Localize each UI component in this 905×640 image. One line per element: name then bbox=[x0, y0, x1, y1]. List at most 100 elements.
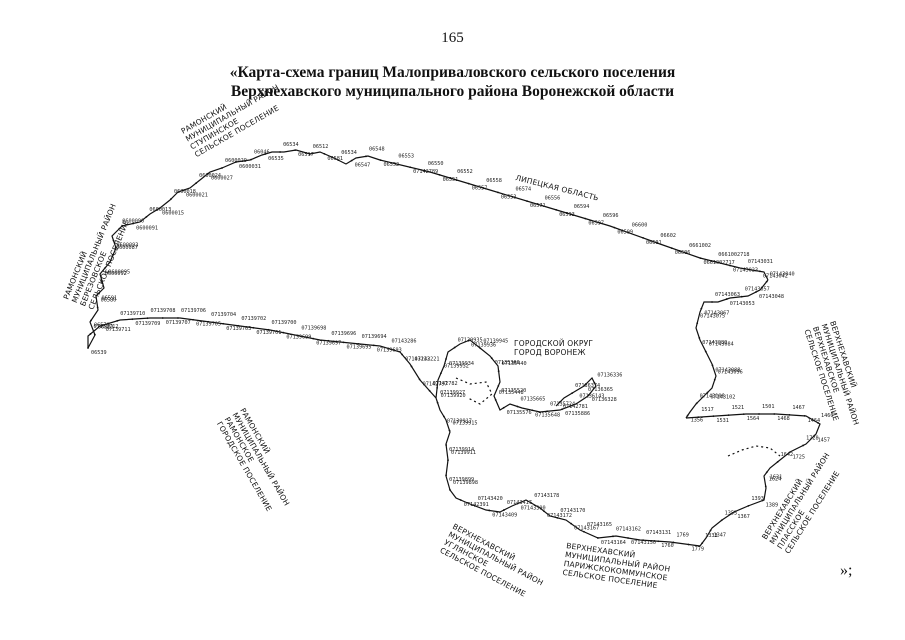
boundary-point-label: 07143023 bbox=[733, 268, 758, 274]
boundary-point-label: 07139693 bbox=[377, 347, 402, 353]
boundary-point-marker bbox=[502, 509, 505, 511]
boundary-point-marker bbox=[116, 319, 119, 322]
boundary-point-marker bbox=[530, 502, 533, 504]
boundary-point-marker bbox=[526, 200, 528, 203]
boundary-point-marker bbox=[101, 324, 104, 327]
boundary-point-label: 07139697 bbox=[316, 341, 341, 347]
boundary-east bbox=[685, 279, 769, 419]
boundary-point-marker bbox=[587, 394, 590, 396]
boundary-point-label: 1624 bbox=[769, 476, 782, 482]
boundary-point-label: 07143063 bbox=[715, 292, 740, 298]
boundary-point-marker bbox=[473, 504, 476, 507]
boundary-point-label: 07136328 bbox=[592, 397, 617, 403]
boundary-point-marker bbox=[327, 339, 330, 342]
boundary-point-marker bbox=[410, 365, 413, 368]
boundary-point-marker bbox=[516, 502, 519, 505]
boundary-point-marker bbox=[90, 319, 92, 322]
boundary-point-label: 06046 bbox=[254, 150, 270, 156]
boundary-point-marker bbox=[570, 522, 573, 525]
boundary-point-marker bbox=[401, 353, 403, 356]
boundary-point-marker bbox=[733, 510, 736, 513]
boundary-point-marker bbox=[546, 410, 549, 413]
boundary-point-label: 07139915 bbox=[453, 421, 478, 427]
boundary-point-label: 06552 bbox=[384, 162, 400, 168]
boundary-point-label: 07143096 bbox=[718, 370, 743, 376]
boundary-point-marker bbox=[496, 191, 499, 194]
boundary-point-label: 07139705 bbox=[196, 322, 221, 328]
boundary-point-label: 06596 bbox=[603, 213, 619, 219]
svg-text:ГОРОДСКОЙ ОКРУГ: ГОРОДСКОЙ ОКРУГ bbox=[514, 339, 593, 348]
boundary-point-label: 07139920 bbox=[441, 393, 466, 399]
boundary-point-marker bbox=[453, 346, 456, 349]
boundary-point-label: 07139711 bbox=[106, 327, 131, 333]
boundary-point-label: 1760 bbox=[661, 543, 674, 549]
boundary-point-marker bbox=[250, 158, 252, 161]
boundary-point-label: 06539 bbox=[91, 350, 107, 356]
boundary-point-marker bbox=[656, 242, 659, 244]
boundary-point-label: 07139710 bbox=[120, 311, 145, 317]
boundary-point-marker bbox=[559, 401, 561, 403]
boundary-point-marker bbox=[89, 333, 92, 335]
boundary-point-marker bbox=[584, 384, 586, 386]
boundary-point-marker bbox=[447, 459, 449, 462]
boundary-point-label: 07135886 bbox=[565, 411, 590, 417]
boundary-point-label: 06593 bbox=[559, 212, 575, 218]
boundary-point-label: 06552 bbox=[457, 169, 473, 175]
boundary-point-label: 07139934 bbox=[449, 361, 474, 367]
boundary-point-label: 07139911 bbox=[451, 450, 476, 456]
boundary-point-label: 07136143 bbox=[579, 394, 604, 400]
boundary-point-label: 1631 bbox=[770, 474, 783, 480]
boundary-point-label: 07139695 bbox=[346, 344, 371, 350]
boundary-point-label: 07143164 bbox=[601, 540, 626, 546]
boundary-point-label: 07143165 bbox=[587, 522, 612, 528]
boundary-point-marker bbox=[740, 295, 743, 298]
boundary-point-marker bbox=[93, 333, 96, 336]
boundary-point-marker bbox=[337, 159, 340, 162]
boundary-point-label: 07139703 bbox=[226, 326, 251, 332]
boundary-point-label: 07139702 bbox=[241, 316, 266, 322]
boundary-point-marker bbox=[409, 166, 412, 169]
boundary-point-marker bbox=[182, 189, 184, 192]
boundary-point-marker bbox=[252, 326, 255, 329]
boundary-point-marker bbox=[207, 320, 210, 323]
boundary-point-label: 07136365 bbox=[588, 387, 613, 393]
boundary-point-marker bbox=[323, 152, 326, 155]
boundary-point-label: 06597 bbox=[588, 221, 604, 227]
boundary-point-label: 07135724 bbox=[550, 401, 575, 407]
boundary-point-label: 07139694 bbox=[362, 334, 387, 340]
boundary-point-label: 1393 bbox=[751, 496, 764, 502]
boundary-point-marker bbox=[112, 239, 115, 242]
boundary-point-marker bbox=[696, 322, 699, 325]
boundary-point-marker bbox=[438, 173, 441, 176]
boundary-point-label: 07143409 bbox=[492, 512, 517, 518]
boundary-point-label: 0600021 bbox=[186, 192, 208, 198]
boundary-point-label: 07139709 bbox=[135, 321, 160, 327]
label-vhava-sukhoe: ВЕРХНЕХАВСКИЙ МУНИЦИПАЛЬНЫЙ РАЙОН ПЛАССК… bbox=[760, 451, 841, 555]
boundary-point-label: 07136374 bbox=[575, 383, 600, 389]
boundary-point-label: 07139699 bbox=[286, 335, 311, 341]
boundary-point-marker bbox=[221, 167, 223, 169]
boundary-point-marker bbox=[612, 535, 614, 538]
boundary-point-label: 0661002718 bbox=[718, 252, 749, 258]
boundary-point-label: 07139917 bbox=[447, 418, 472, 424]
boundary-point-marker bbox=[436, 386, 439, 389]
boundary-point-label: 0600015 bbox=[162, 211, 184, 217]
boundary-point-label: 06558 bbox=[486, 178, 502, 184]
boundary-point-marker bbox=[279, 151, 281, 153]
boundary-point-label: 07143232 bbox=[405, 357, 430, 363]
boundary-point-label: 0600090 bbox=[122, 219, 144, 225]
boundary-point-label: 07143172 bbox=[547, 513, 572, 519]
boundary-point-marker bbox=[773, 413, 776, 415]
boundary-point-label: 07135440 bbox=[502, 361, 527, 367]
boundary-point-marker bbox=[308, 153, 311, 155]
boundary-point-marker bbox=[571, 392, 574, 395]
boundary-point-marker bbox=[488, 509, 491, 512]
page-number: 165 bbox=[441, 30, 464, 46]
boundary-point-marker bbox=[776, 460, 779, 463]
boundary-point-marker bbox=[297, 334, 300, 337]
boundary-point-marker bbox=[593, 381, 596, 384]
boundary-point-label: 0661002 bbox=[689, 243, 711, 249]
boundary-point-marker bbox=[497, 385, 500, 387]
boundary-point-marker bbox=[712, 415, 715, 418]
boundary-point-label: 07139704 bbox=[211, 312, 236, 318]
